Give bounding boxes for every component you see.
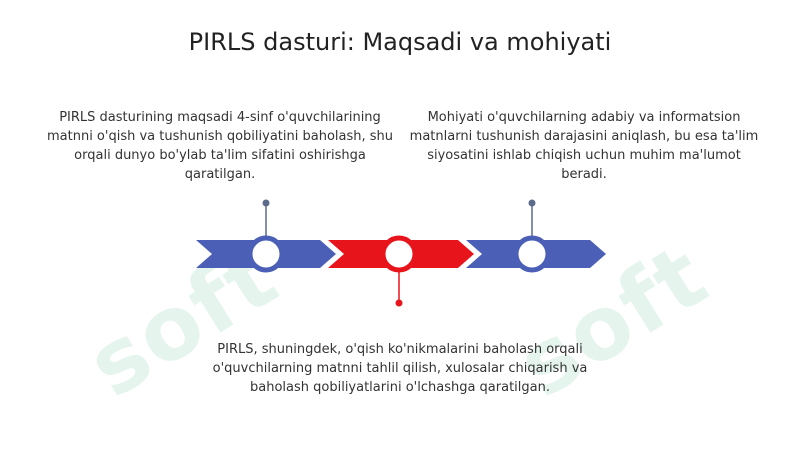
connector-dot-essence — [528, 199, 536, 207]
connector-dot-skills — [395, 299, 403, 307]
event-text-skills: PIRLS, shuningdek, o'qish ko'nikmalarini… — [212, 342, 588, 395]
event-text-essence: Mohiyati o'quvchilarning adabiy va infor… — [409, 110, 759, 182]
slide-title: PIRLS dasturi: Maqsadi va mohiyati — [188, 28, 612, 56]
milestone-marker-essence — [513, 235, 551, 273]
milestone-marker-purpose — [247, 235, 285, 273]
connector-dot-purpose — [262, 199, 270, 207]
milestone-marker-skills — [380, 235, 418, 273]
event-text-purpose: PIRLS dasturining maqsadi 4-sinf o'quvch… — [46, 110, 394, 182]
